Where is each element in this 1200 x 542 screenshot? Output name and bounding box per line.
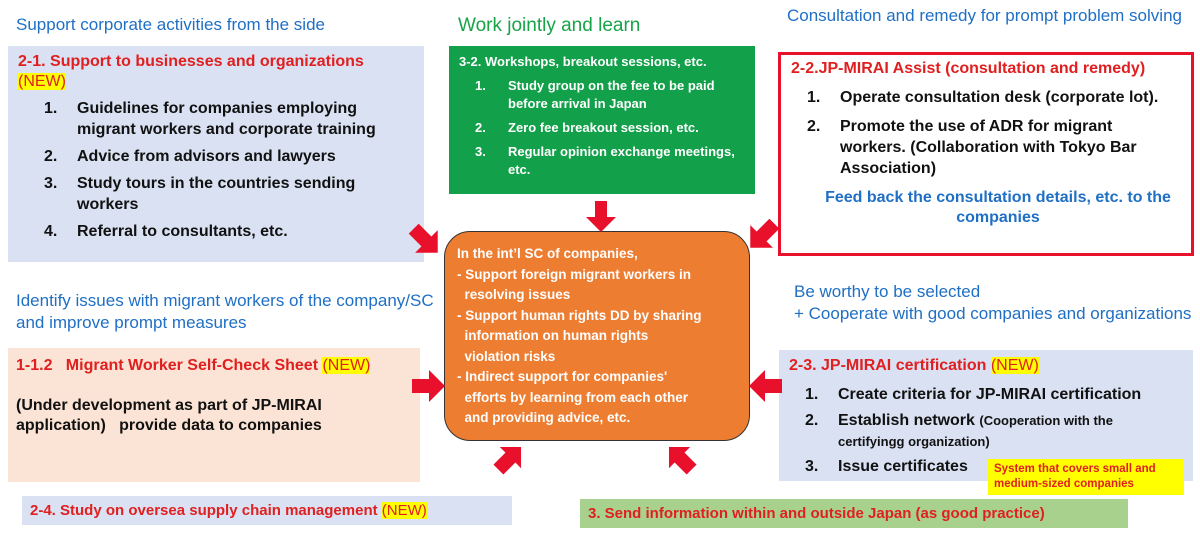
box-2-3-title-text: 2-3. JP-MIRAI certification (789, 357, 987, 374)
center-summary-box: In the int’l SC of companies, - Support … (444, 231, 750, 441)
list-item: 1. Study group on the fee to be paid befo… (475, 77, 745, 113)
box-1-1-2-self-check: 1-1.2 Migrant Worker Self-Check Sheet (N… (8, 348, 420, 482)
caption-support-activities: Support corporate activities from the si… (16, 15, 325, 34)
list-item: 3. Study tours in the countries sending w… (44, 173, 414, 215)
center-line: and providing advice, etc. (457, 410, 631, 425)
center-line: - Support human rights DD by sharing (457, 307, 702, 323)
list-item: 1. Operate consultation desk (corporate l… (807, 87, 1181, 108)
list-item-number: 1. (44, 100, 58, 117)
list-item: 2. Zero fee breakout session, etc. (475, 119, 745, 137)
list-item-number: 1. (807, 89, 821, 106)
list-item-text: Issue certificates (838, 458, 968, 475)
center-line: efforts by learning from each other (457, 389, 689, 405)
list-item-main: Establish network (838, 412, 975, 429)
list-item-text: Advice from advisors and lawyers (77, 148, 336, 165)
list-item-number: 2. (807, 118, 821, 135)
box-2-1-title-text: 2-1. Support to businesses and organizat… (18, 53, 364, 70)
list-item-number: 1. (475, 78, 486, 93)
arrow-from-bottom-left (493, 446, 522, 475)
list-item-number: 3. (44, 175, 58, 192)
box-2-2-title: 2-2.JP-MIRAI Assist (consultation and re… (791, 60, 1146, 77)
caption-identify-issues: Identify issues with migrant workers of … (16, 291, 434, 332)
center-line: In the int’l SC of companies, (457, 246, 638, 261)
box-2-2-list: 1. Operate consultation desk (corporate l… (807, 87, 1181, 179)
list-item-text: Zero fee breakout session, etc. (508, 120, 699, 135)
list-item-text: Regular opinion exchange meetings, etc. (508, 144, 735, 177)
list-item-number: 3. (475, 144, 486, 159)
list-item: 4. Referral to consultants, etc. (44, 221, 414, 242)
list-item: 3. Regular opinion exchange meetings, etc… (475, 143, 745, 179)
box-3-title: 3. Send information within and outside J… (588, 505, 1045, 522)
box-2-3-certification: 2-3. JP-MIRAI certification (NEW) 1. Crea… (779, 350, 1193, 481)
callout-small-medium-companies: System that covers small and medium-size… (988, 459, 1184, 495)
list-item-text: Establish network (Cooperation with the … (838, 410, 1183, 452)
list-item: 2. Advice from advisors and lawyers (44, 146, 414, 167)
box-1-1-2-body: (Under development as part of JP-MIRAI a… (16, 397, 322, 434)
list-item-text: Referral to consultants, etc. (77, 223, 288, 240)
box-3-send-information: 3. Send information within and outside J… (580, 499, 1128, 528)
new-badge: (NEW) (18, 73, 66, 90)
box-1-1-2-title: 1-1.2 Migrant Worker Self-Check Sheet (N… (16, 356, 412, 376)
caption-work-jointly: Work jointly and learn (458, 15, 641, 36)
list-item-text: Promote the use of ADR for migrant worke… (840, 118, 1137, 177)
list-item-number: 2. (44, 148, 58, 165)
box-3-2-title: 3-2. Workshops, breakout sessions, etc. (459, 54, 707, 69)
center-line: resolving issues (457, 287, 571, 302)
list-item-text: Create criteria for JP-MIRAI certificati… (838, 386, 1142, 403)
list-item-text: Operate consultation desk (corporate lot… (840, 89, 1159, 106)
list-item: 2. Establish network (Cooperation with th… (805, 410, 1183, 452)
list-item-number: 3. (805, 458, 819, 475)
box-2-3-title: 2-3. JP-MIRAI certification (NEW) (789, 356, 1183, 376)
center-line: - Support foreign migrant workers in (457, 266, 692, 282)
box-3-2-list: 1. Study group on the fee to be paid befo… (475, 77, 745, 179)
box-2-2-jp-mirai-assist: 2-2.JP-MIRAI Assist (consultation and re… (778, 52, 1194, 256)
arrow-from-left (412, 370, 445, 402)
list-item-note: (Cooperation with the certifyingg organi… (838, 413, 1113, 449)
box-2-1-title: 2-1. Support to businesses and organizat… (18, 52, 414, 92)
box-2-4-title: 2-4. Study on oversea supply chain manag… (30, 501, 504, 521)
list-item-number: 2. (805, 412, 819, 429)
arrow-from-right (749, 370, 782, 402)
list-item-number: 2. (475, 120, 486, 135)
arrow-from-top-right (750, 218, 780, 248)
list-item: 1. Guidelines for companies employing mig… (44, 98, 414, 140)
arrow-from-top-left (408, 223, 438, 253)
list-item-text: Study group on the fee to be paid before… (508, 78, 715, 111)
caption-be-worthy: Be worthy to be selected + Cooperate wit… (794, 281, 1194, 325)
center-line: - Indirect support for companies' (457, 369, 668, 384)
box-3-2-workshops: 3-2. Workshops, breakout sessions, etc. … (449, 46, 755, 194)
list-item-number: 1. (805, 386, 819, 403)
new-badge: (NEW) (990, 357, 1039, 374)
box-2-2-feedback: Feed back the consultation details, etc.… (825, 189, 1171, 226)
box-2-1-list: 1. Guidelines for companies employing mig… (44, 98, 414, 242)
caption-be-worthy-line1: Be worthy to be selected (794, 282, 981, 301)
box-2-3-list: 1. Create criteria for JP-MIRAI certifica… (805, 384, 1183, 477)
list-item: 2. Promote the use of ADR for migrant wor… (807, 116, 1181, 179)
caption-consultation-remedy: Consultation and remedy for prompt probl… (787, 6, 1182, 25)
arrow-from-bottom-right (668, 446, 697, 475)
box-1-1-2-title-text: 1-1.2 Migrant Worker Self-Check Sheet (16, 357, 319, 374)
caption-be-worthy-line2: + Cooperate with good companies and orga… (794, 304, 1192, 323)
new-badge: (NEW) (322, 357, 371, 374)
list-item: 1. Create criteria for JP-MIRAI certifica… (805, 384, 1183, 405)
center-line: violation risks (457, 348, 556, 364)
list-item-number: 4. (44, 223, 58, 240)
list-item-text: Guidelines for companies employing migra… (77, 100, 376, 138)
box-2-1-support-businesses: 2-1. Support to businesses and organizat… (8, 46, 424, 262)
new-badge: (NEW) (381, 502, 427, 519)
list-item-text: Study tours in the countries sending wor… (77, 175, 356, 213)
center-line: information on human rights (457, 328, 649, 343)
box-2-4-supply-chain: 2-4. Study on oversea supply chain manag… (22, 496, 512, 525)
box-2-4-title-text: 2-4. Study on oversea supply chain manag… (30, 502, 378, 519)
list-item: 3. Issue certificates (805, 456, 1183, 477)
arrow-from-top (586, 201, 616, 232)
